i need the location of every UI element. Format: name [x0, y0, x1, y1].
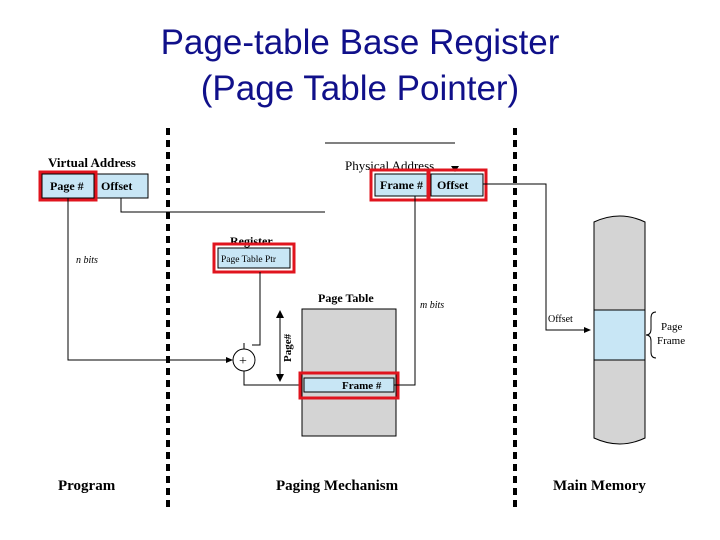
- virtual-offset-field-text: Offset: [101, 179, 132, 193]
- register-wire: [252, 272, 261, 346]
- physical-offset-field: [430, 173, 484, 197]
- slide-title-line-2: (Page Table Pointer): [200, 69, 520, 108]
- slide-title: Page-table Base Register (Page Table Poi…: [0, 20, 720, 112]
- page-index-arrow-top: [276, 310, 284, 318]
- adder-out-wire: [243, 371, 302, 386]
- virtual-offset-field: [93, 173, 149, 199]
- section-paging: Paging Mechanism: [276, 478, 399, 494]
- virtual-address-label: Virtual Address: [48, 155, 136, 170]
- register-box: [217, 247, 291, 269]
- register-highlight: [212, 242, 296, 274]
- page-frame-brace: [645, 311, 657, 359]
- register-content: Page Table Ptr: [221, 255, 277, 265]
- section-program: Program: [58, 478, 116, 494]
- memory-wire: [483, 183, 591, 333]
- m-bits-label: m bits: [420, 300, 444, 311]
- page-frame-label-1: Page: [661, 321, 683, 333]
- page-table-label: Page Table: [318, 291, 374, 305]
- page-table-entry-text: Frame #: [342, 380, 382, 392]
- virtual-page-field-text: Page #: [50, 179, 84, 193]
- offset-wire: [120, 198, 325, 213]
- slide-title-line-1: Page-table Base Register: [160, 23, 560, 62]
- n-bits-label: n bits: [76, 255, 98, 266]
- frame-wire: [394, 196, 416, 386]
- physical-offset-highlight: [426, 168, 488, 202]
- section-memory: Main Memory: [553, 478, 646, 494]
- physical-offset-field-text: Offset: [437, 178, 468, 192]
- main-memory-frame: [593, 309, 646, 361]
- register-label: Register: [230, 234, 273, 248]
- page-index-label: Page#: [282, 333, 294, 362]
- page-frame-label-2: Frame: [657, 335, 685, 347]
- page-index-arrow-bottom: [276, 374, 284, 382]
- page-number-wire: [67, 198, 233, 363]
- physical-frame-field-text: Frame #: [380, 178, 423, 192]
- memory-offset-label: Offset: [548, 314, 573, 325]
- adder-symbol: +: [239, 354, 247, 369]
